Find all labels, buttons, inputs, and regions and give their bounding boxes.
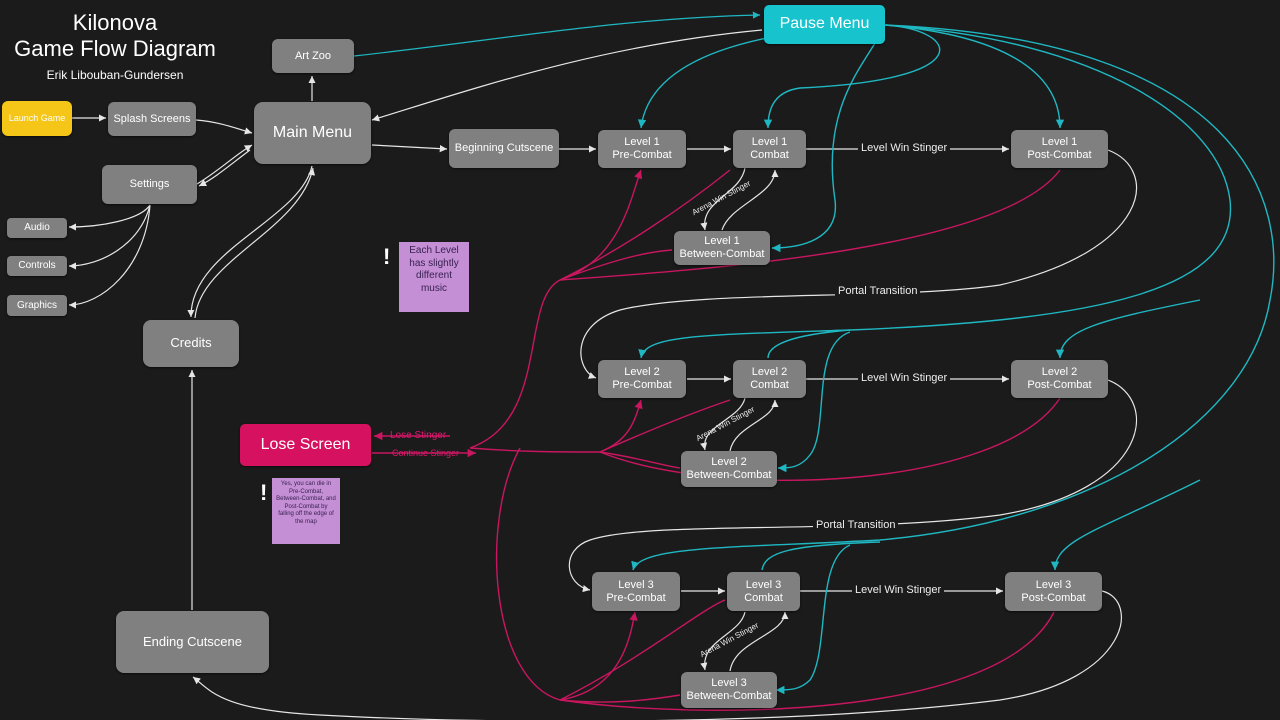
label-level-win-stinger-1: Level Win Stinger bbox=[858, 142, 951, 154]
edge-credits-main bbox=[194, 167, 316, 319]
node-controls[interactable]: Controls bbox=[7, 256, 67, 276]
edge-pause-l3combat bbox=[761, 541, 881, 571]
label-portal-transition-1: Portal Transition bbox=[835, 285, 921, 297]
note-exclamation-2: ! bbox=[260, 480, 268, 505]
node-audio[interactable]: Audio bbox=[7, 218, 67, 238]
node-graphics[interactable]: Graphics bbox=[7, 295, 67, 316]
edge-pause-l3 bbox=[631, 24, 1275, 571]
edge-settings-controls bbox=[68, 204, 151, 270]
edge-pause-l2between bbox=[777, 331, 851, 473]
edge-l1between-l1combat bbox=[721, 169, 779, 231]
diagram-title-line1: Kilonova bbox=[72, 10, 158, 35]
edge-death-l3combat bbox=[559, 599, 726, 701]
edge-death-l1 bbox=[559, 169, 643, 281]
edge-death-l2combat bbox=[599, 399, 731, 453]
edge-l3combat-l3between bbox=[700, 611, 746, 671]
label-portal-transition-2: Portal Transition bbox=[813, 519, 899, 531]
node-settings[interactable]: Settings bbox=[102, 165, 197, 204]
edge-l1combat-l1between bbox=[700, 167, 746, 231]
edge-death-l2between bbox=[599, 451, 681, 469]
edge-pause-l2 bbox=[638, 24, 1232, 359]
diagram-title-line2: Game Flow Diagram bbox=[14, 36, 216, 61]
edge-death-trunk3 bbox=[495, 447, 561, 701]
node-pause-menu[interactable]: Pause Menu bbox=[764, 5, 885, 44]
edge-death-l3 bbox=[559, 611, 638, 701]
edge-pause-l1post bbox=[884, 24, 1065, 129]
edge-pause-l3between bbox=[775, 544, 851, 695]
edge-pause-main bbox=[371, 29, 763, 122]
label-lose-stinger: Lose Stinger bbox=[390, 430, 447, 441]
edge-death-l1post bbox=[559, 169, 1061, 281]
edge-l3between-l3combat bbox=[729, 611, 789, 672]
edge-l2post-portal-l3pre bbox=[568, 379, 1138, 593]
edge-l2between-l2combat bbox=[729, 399, 779, 452]
edge-pause-l2combat bbox=[767, 329, 851, 359]
edge-death-l3post bbox=[559, 611, 1055, 711]
edge-pause-l1combat bbox=[763, 24, 941, 129]
label-continue-stinger: Continue Stinger bbox=[392, 448, 460, 458]
edge-pause-l2post bbox=[1055, 299, 1201, 359]
diagram-author: Erik Libouban-Gundersen bbox=[46, 68, 184, 82]
edge-death-trunk1 bbox=[469, 279, 561, 449]
edge-l1post-portal-l2pre bbox=[580, 149, 1138, 379]
edge-death-l2 bbox=[599, 399, 643, 453]
edge-main-beginning bbox=[371, 144, 448, 153]
edge-settings-audio bbox=[68, 204, 151, 231]
note-exclamation-1: ! bbox=[383, 244, 391, 269]
edge-artzoo-pause bbox=[353, 11, 761, 57]
note-death-info: Yes, you can die in Pre-Combat, Between-… bbox=[272, 478, 340, 544]
edge-death-l1between bbox=[559, 249, 673, 281]
edge-pause-l3post bbox=[1050, 479, 1201, 571]
node-ending-cutscene[interactable]: Ending Cutscene bbox=[116, 611, 269, 673]
node-art-zoo[interactable]: Art Zoo bbox=[272, 39, 354, 73]
edge-death-join bbox=[469, 447, 601, 453]
label-level-win-stinger-2: Level Win Stinger bbox=[858, 372, 951, 384]
edge-settings-main bbox=[196, 144, 253, 185]
node-splash-screens[interactable]: Splash Screens bbox=[108, 102, 196, 136]
edge-death-l2post bbox=[599, 397, 1061, 481]
edge-main-credits bbox=[187, 165, 313, 318]
edge-death-l1combat bbox=[559, 169, 731, 281]
edge-pause-l1between bbox=[771, 24, 886, 253]
edge-l2combat-l2between bbox=[700, 397, 746, 451]
edge-death-l3between bbox=[559, 694, 681, 703]
label-level-win-stinger-3: Level Win Stinger bbox=[852, 584, 945, 596]
node-beginning-cutscene[interactable]: Beginning Cutscene bbox=[449, 129, 559, 168]
edge-splash-main bbox=[195, 119, 253, 135]
node-credits[interactable]: Credits bbox=[143, 320, 239, 367]
node-launch-game[interactable]: Launch Game bbox=[2, 101, 72, 136]
edge-main-settings bbox=[198, 149, 251, 187]
edge-l3post-ending bbox=[192, 590, 1122, 720]
edge-settings-graphics bbox=[68, 204, 151, 309]
node-lose-screen[interactable]: Lose Screen bbox=[240, 424, 371, 466]
node-main-menu[interactable]: Main Menu bbox=[254, 102, 371, 164]
note-level-music: Each Level has slightly different music bbox=[399, 242, 469, 312]
